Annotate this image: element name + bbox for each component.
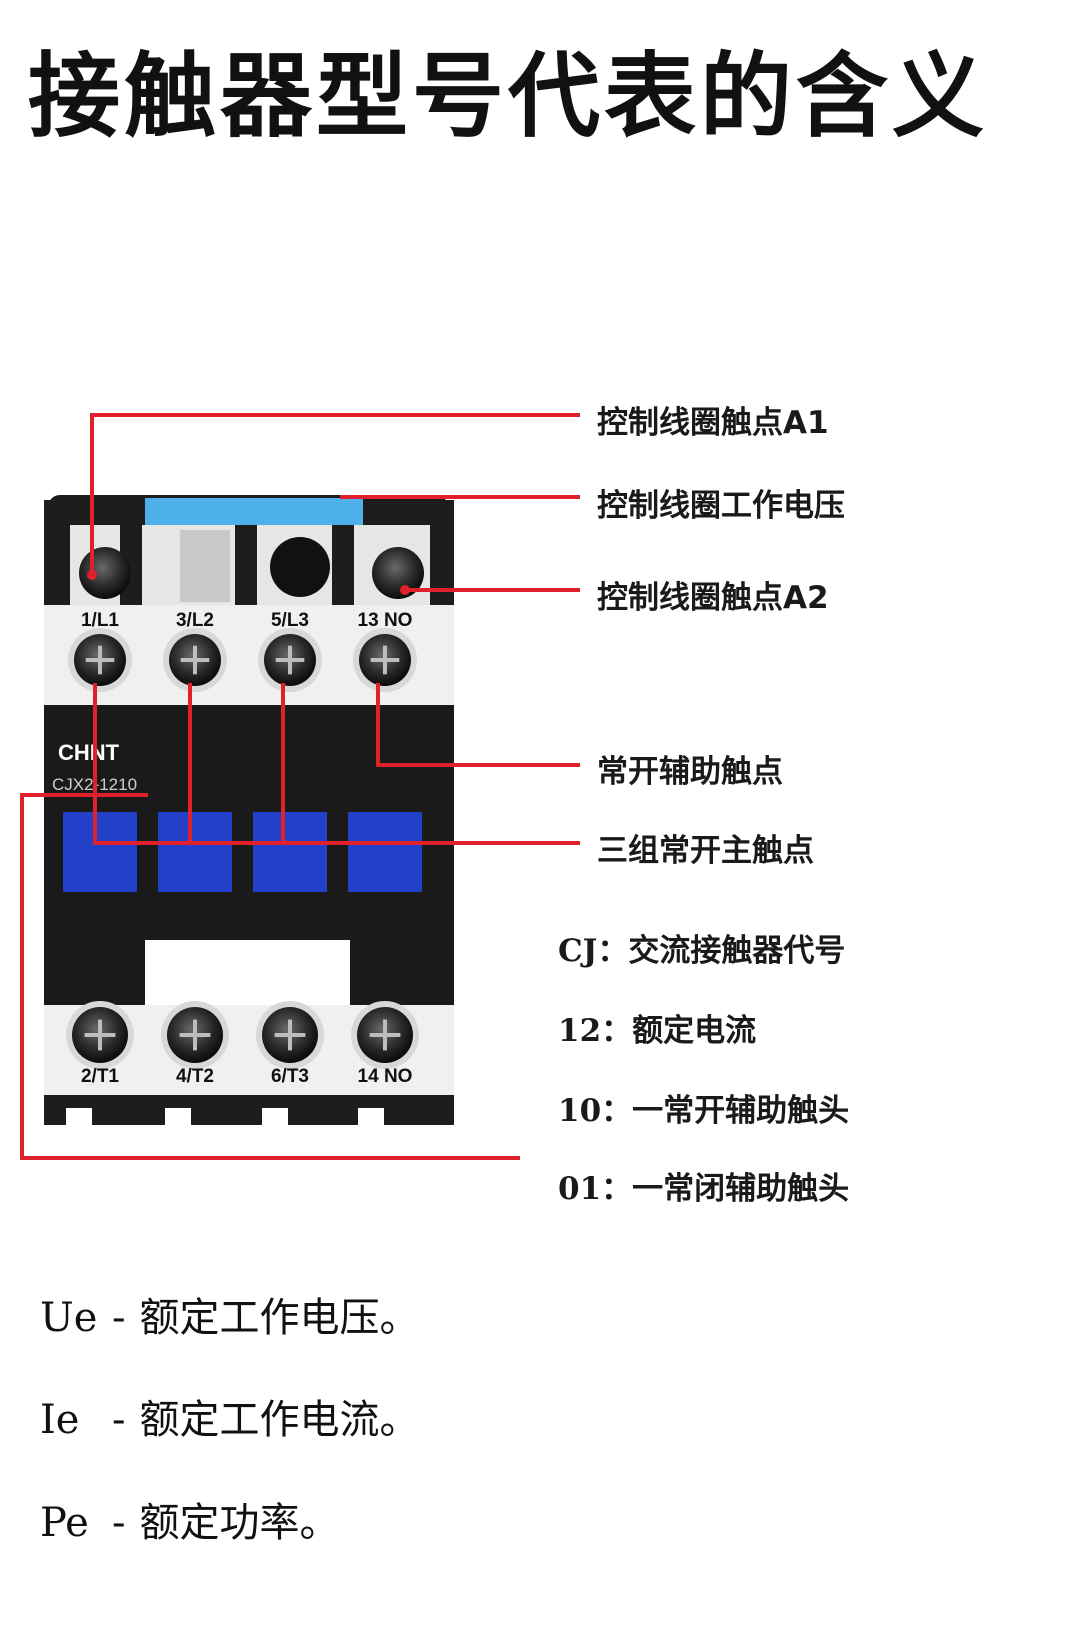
coil-housing bbox=[44, 495, 454, 605]
model-code: CJ： bbox=[558, 933, 629, 969]
callout-aux-no: 常开辅助触点 bbox=[597, 754, 783, 790]
bottom-terminal-label: 6/T3 bbox=[271, 1066, 309, 1087]
bottom-terminal-screws: 2/T1 4/T2 6/T3 14 NO bbox=[66, 1001, 419, 1087]
model-meaning: 交流接触器代号 bbox=[628, 933, 846, 969]
nameplate-area bbox=[145, 940, 350, 1005]
model-part-01: 01：一常闭辅助触头 bbox=[558, 1163, 849, 1208]
definition-pe: Pe-额定功率。 bbox=[40, 1490, 340, 1548]
bottom-terminal-label: 14 NO bbox=[358, 1066, 413, 1087]
definition-meaning: 额定工作电流。 bbox=[139, 1397, 420, 1443]
callout-coil-voltage: 控制线圈工作电压 bbox=[597, 488, 845, 524]
model-part-10: 10：一常开辅助触头 bbox=[558, 1085, 849, 1130]
top-terminal-screw bbox=[68, 628, 132, 692]
model-meaning: 额定电流 bbox=[632, 1013, 757, 1049]
top-terminal-screws: 1/L1 3/L2 5/L3 13 NO bbox=[68, 610, 417, 692]
bottom-terminal-screw bbox=[256, 1001, 324, 1069]
main-contact-block bbox=[158, 812, 232, 892]
page-title: 接触器型号代表的含义 bbox=[28, 43, 989, 150]
callout-coil-a2: 控制线圈触点A2 bbox=[597, 580, 829, 616]
bottom-terminal-label: 2/T1 bbox=[81, 1066, 119, 1087]
model-part-12: 12：额定电流 bbox=[558, 1005, 756, 1050]
top-terminal-screw bbox=[163, 628, 227, 692]
definition-meaning: 额定功率。 bbox=[139, 1500, 340, 1546]
definition-meaning: 额定工作电压。 bbox=[139, 1295, 420, 1341]
model-meaning: 一常闭辅助触头 bbox=[632, 1171, 850, 1207]
definition-dash: - bbox=[112, 1397, 126, 1443]
top-terminal-screw bbox=[258, 628, 322, 692]
top-terminal-label: 1/L1 bbox=[81, 610, 119, 631]
main-contact-block bbox=[253, 812, 327, 892]
bottom-terminal-label: 4/T2 bbox=[176, 1066, 214, 1087]
model-code: 10： bbox=[558, 1093, 633, 1129]
definition-ue: Ue-额定工作电压。 bbox=[40, 1285, 420, 1343]
model-meaning: 一常开辅助触头 bbox=[632, 1093, 850, 1129]
coil-terminal-a1 bbox=[79, 547, 131, 599]
leader-lines bbox=[20, 413, 580, 1160]
main-contact-block bbox=[348, 812, 422, 892]
definition-dash: - bbox=[112, 1500, 126, 1546]
coil-terminal-a2 bbox=[372, 547, 424, 599]
model-part-cj: CJ：交流接触器代号 bbox=[558, 925, 845, 970]
top-terminal-label: 5/L3 bbox=[271, 610, 309, 631]
leader-a1 bbox=[90, 413, 580, 575]
callout-main-contacts: 三组常开主触点 bbox=[597, 833, 814, 869]
definition-dash: - bbox=[112, 1295, 126, 1341]
contact-blocks bbox=[63, 812, 422, 892]
definition-symbol: Pe bbox=[40, 1500, 89, 1546]
contactor-base bbox=[44, 1095, 454, 1125]
top-terminal-label: 3/L2 bbox=[176, 610, 214, 631]
leader-main-1 bbox=[93, 683, 580, 845]
top-terminal-label: 13 NO bbox=[358, 610, 413, 631]
top-terminal-screw bbox=[353, 628, 417, 692]
coil-terminal-center bbox=[270, 537, 330, 597]
definition-symbol: Ue bbox=[40, 1295, 98, 1341]
definition-symbol: Ie bbox=[40, 1397, 80, 1443]
main-contact-block bbox=[63, 812, 137, 892]
leader-aux-no bbox=[376, 683, 580, 767]
coil-voltage-window bbox=[145, 498, 363, 528]
callout-coil-a1: 控制线圈触点A1 bbox=[597, 405, 829, 441]
definition-ie: Ie-额定工作电流。 bbox=[40, 1387, 420, 1445]
brand-label: CHNT bbox=[58, 740, 120, 765]
bottom-terminal-screw bbox=[351, 1001, 419, 1069]
bottom-terminal-screw bbox=[161, 1001, 229, 1069]
model-code: 01： bbox=[558, 1171, 633, 1207]
bottom-terminal-screw bbox=[66, 1001, 134, 1069]
leader-model bbox=[20, 793, 520, 1160]
model-code: 12： bbox=[558, 1013, 633, 1049]
